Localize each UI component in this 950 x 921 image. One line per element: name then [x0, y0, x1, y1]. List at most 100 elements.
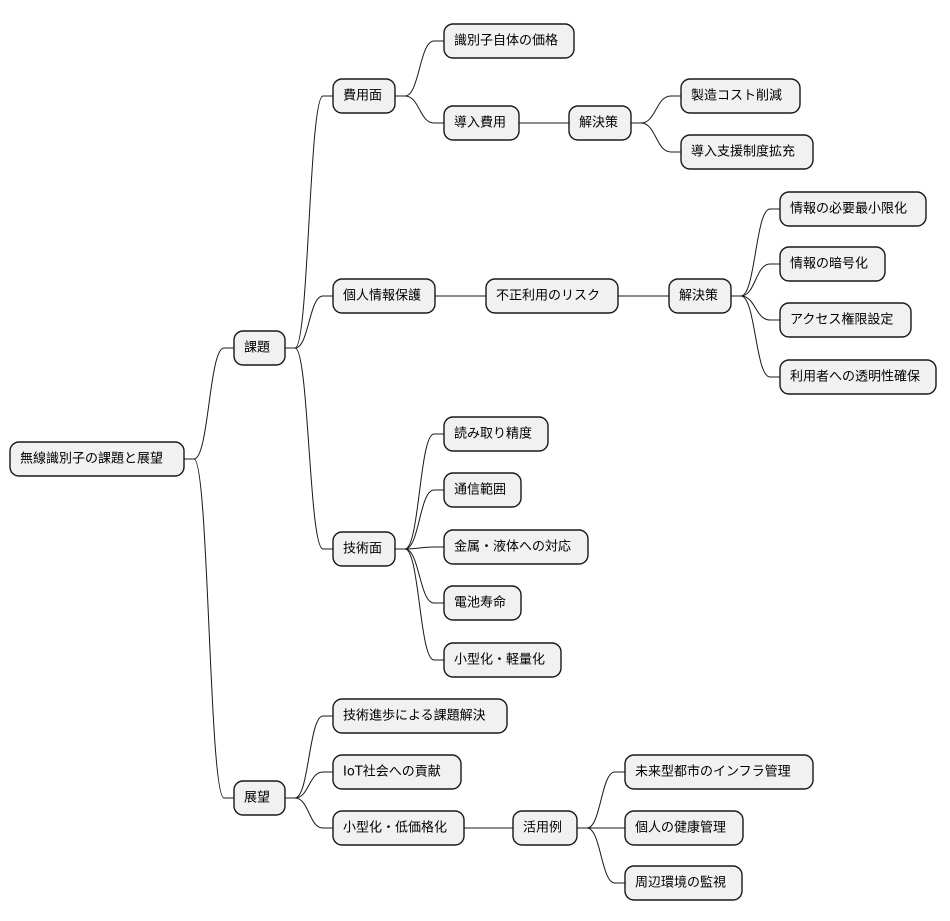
node-box	[779, 246, 886, 282]
edge-issues-privacy	[285, 295, 333, 349]
node-label: 金属・液体への対応	[454, 539, 571, 555]
node-box	[332, 278, 436, 314]
node-privacy-sol-4: 利用者への透明性確保	[779, 359, 937, 395]
node-box	[443, 585, 522, 621]
node-label: 個人情報保護	[343, 288, 421, 304]
mindmap-nodes: 無線識別子の課題と展望課題費用面識別子自体の価格導入費用解決策製造コスト削減導入…	[9, 23, 937, 901]
node-box	[233, 330, 286, 366]
node-box	[332, 78, 396, 114]
node-cost-tag-price: 識別子自体の価格	[443, 23, 575, 59]
mindmap-edges	[184, 40, 780, 884]
edge-tech-tech-2	[395, 489, 444, 550]
edge-privacy-solution-privacy-sol-4	[731, 295, 780, 378]
node-box	[668, 278, 732, 314]
node-outlook: 展望	[233, 780, 286, 816]
node-outlook-3: 小型化・低価格化	[332, 810, 465, 846]
node-box	[332, 810, 465, 846]
node-box	[512, 810, 578, 846]
node-privacy-sol-1: 情報の必要最小限化	[779, 191, 927, 227]
node-label: 識別子自体の価格	[454, 33, 558, 49]
node-box	[332, 754, 462, 790]
node-tech-2: 通信範囲	[443, 472, 522, 508]
node-box	[233, 780, 286, 816]
node-cost: 費用面	[332, 78, 396, 114]
node-tech-4: 電池寿命	[443, 585, 522, 621]
edge-outlook-outlook-2	[285, 771, 333, 799]
edge-tech-tech-4	[395, 548, 444, 604]
node-tech-1: 読み取り精度	[443, 416, 549, 452]
edge-issues-cost	[285, 95, 333, 349]
edge-privacy-solution-privacy-sol-1	[731, 208, 780, 297]
node-box	[485, 278, 619, 314]
node-label: 導入支援制度拡充	[691, 144, 795, 160]
node-cost-sol-1: 製造コスト削減	[680, 78, 801, 114]
edge-usecase-usecase-3	[577, 827, 625, 884]
node-label: 解決策	[579, 115, 618, 131]
node-label: 不正利用のリスク	[496, 289, 600, 304]
node-box	[443, 472, 522, 508]
node-tech-3: 金属・液体への対応	[443, 529, 589, 565]
edge-privacy-solution-privacy-sol-2	[731, 263, 780, 297]
node-label: 導入費用	[454, 116, 506, 131]
node-label: 無線識別子の課題と展望	[20, 451, 163, 467]
edge-tech-tech-5	[395, 548, 444, 661]
node-label: IoT社会への貢献	[343, 764, 441, 780]
node-label: 個人の健康管理	[635, 820, 726, 836]
node-box	[779, 302, 912, 338]
node-label: 情報の必要最小限化	[790, 202, 907, 217]
node-tech-5: 小型化・軽量化	[443, 642, 562, 678]
node-box	[332, 698, 508, 734]
node-box	[443, 416, 549, 452]
node-label: 未来型都市のインフラ管理	[635, 764, 791, 780]
node-privacy-sol-2: 情報の暗号化	[779, 246, 886, 282]
node-label: 電池寿命	[454, 595, 506, 611]
node-label: 展望	[244, 790, 270, 806]
node-usecase-2: 個人の健康管理	[624, 810, 744, 846]
node-outlook-1: 技術進歩による課題解決	[332, 698, 508, 734]
node-label: 費用面	[343, 89, 382, 104]
node-label: 読み取り精度	[454, 426, 532, 442]
node-cost-sol-2: 導入支援制度拡充	[680, 134, 814, 170]
node-box	[779, 191, 927, 227]
node-box	[624, 754, 814, 790]
edge-usecase-usecase-1	[577, 771, 625, 829]
node-label: 活用例	[523, 821, 562, 836]
edge-outlook-outlook-1	[285, 715, 333, 799]
edge-cost-cost-intro	[395, 95, 444, 124]
node-label: 利用者への透明性確保	[790, 369, 920, 385]
node-box	[779, 359, 937, 395]
edge-root-outlook	[184, 458, 234, 799]
node-label: アクセス権限設定	[790, 312, 893, 328]
node-label: 小型化・軽量化	[454, 653, 545, 668]
node-label: 技術面	[343, 542, 382, 557]
node-privacy-sol-3: アクセス権限設定	[779, 302, 912, 338]
node-privacy-risk: 不正利用のリスク	[485, 278, 619, 314]
edge-cost-solution-cost-sol-2	[631, 122, 681, 153]
node-box	[443, 642, 562, 678]
node-label: 製造コスト削減	[691, 88, 782, 104]
node-label: 周辺環境の監視	[635, 875, 726, 891]
node-privacy: 個人情報保護	[332, 278, 436, 314]
node-label: 通信範囲	[454, 483, 506, 498]
edge-cost-solution-cost-sol-1	[631, 95, 681, 124]
node-issues: 課題	[233, 330, 286, 366]
node-box	[568, 105, 632, 141]
node-usecase-1: 未来型都市のインフラ管理	[624, 754, 814, 790]
node-label: 解決策	[679, 288, 718, 304]
node-box	[332, 531, 396, 567]
node-cost-intro: 導入費用	[443, 105, 520, 141]
node-box	[9, 441, 185, 477]
node-outlook-2: IoT社会への貢献	[332, 754, 462, 790]
edge-cost-cost-tag-price	[395, 40, 444, 97]
node-label: 技術進歩による課題解決	[343, 708, 486, 724]
node-box	[624, 810, 744, 846]
node-label: 小型化・低価格化	[343, 820, 447, 836]
node-label: 情報の暗号化	[790, 257, 868, 272]
edge-tech-tech-1	[395, 433, 444, 550]
node-usecase: 活用例	[512, 810, 578, 846]
node-box	[624, 865, 743, 901]
node-box	[443, 105, 520, 141]
node-usecase-3: 周辺環境の監視	[624, 865, 743, 901]
edge-issues-tech	[285, 347, 333, 550]
